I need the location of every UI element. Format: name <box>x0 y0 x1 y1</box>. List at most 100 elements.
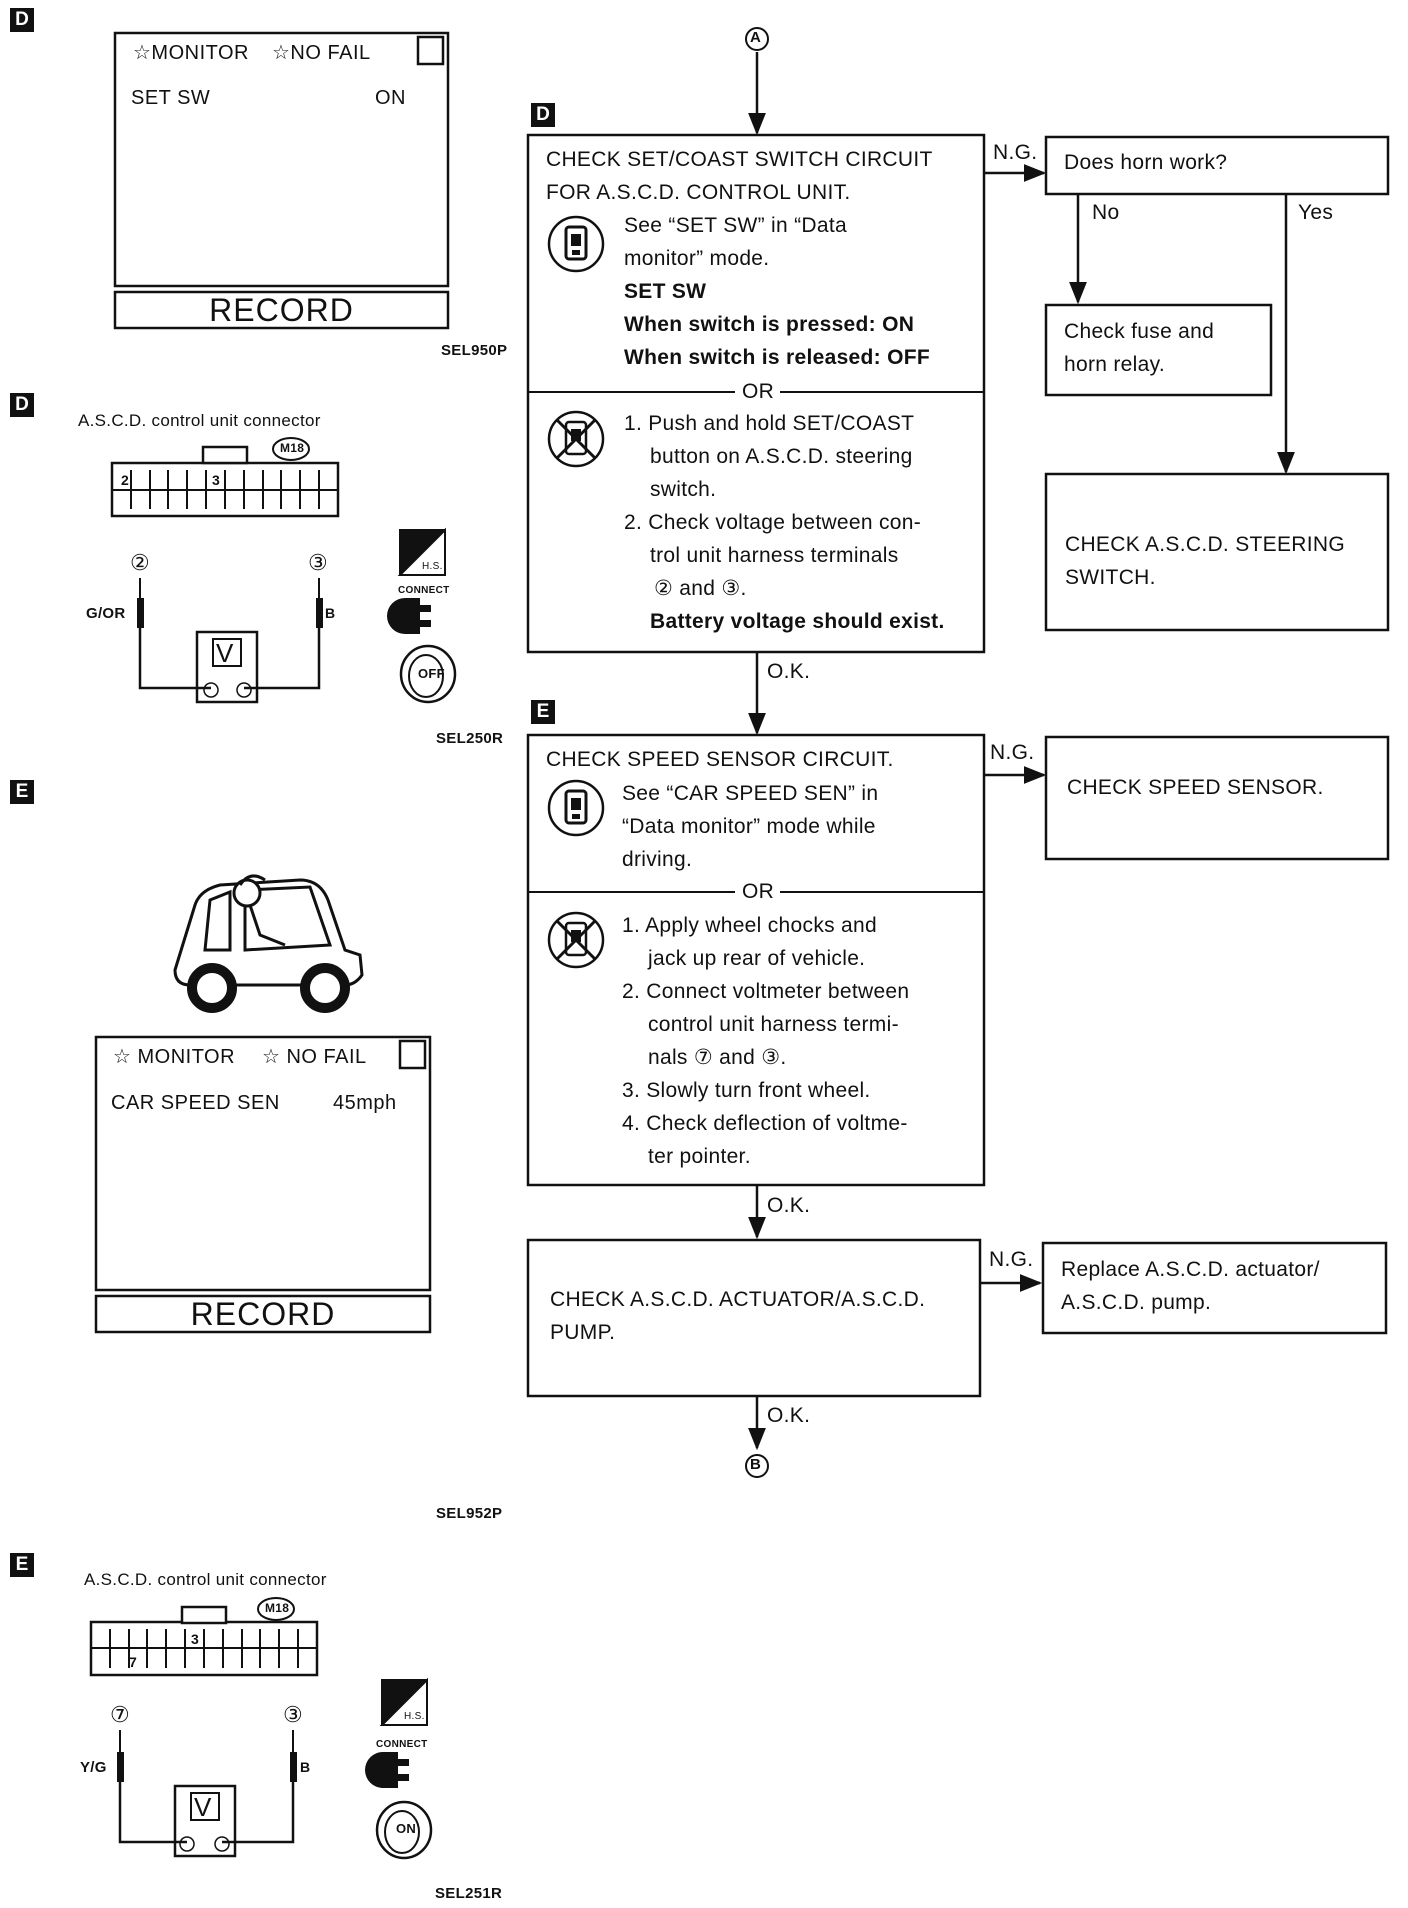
procedure-step: 1. Apply wheel chocks and <box>622 914 877 937</box>
consult-icon <box>547 779 605 837</box>
or-divider: OR <box>742 880 775 903</box>
ok-label: O.K. <box>767 660 811 683</box>
hs-label: H.S. <box>404 1711 425 1722</box>
probe-terminal: ⑦ <box>110 1702 131 1727</box>
consult-text: When switch is released: OFF <box>624 346 930 369</box>
procedure-step: jack up rear of vehicle. <box>648 947 866 970</box>
branch-yes: Yes <box>1298 201 1334 224</box>
or-divider: OR <box>742 380 775 403</box>
figure-code: SEL952P <box>436 1505 503 1522</box>
no-fail-label: ☆NO FAIL <box>272 42 371 64</box>
steering-switch-check: CHECK A.S.C.D. STEERING <box>1065 533 1345 556</box>
consult-text: See “SET SW” in “Data <box>624 214 847 237</box>
probe-terminal: ③ <box>308 550 329 575</box>
monitor-label: ☆ MONITOR <box>113 1046 236 1068</box>
voltmeter-label: V <box>216 638 234 668</box>
procedure-step: ter pointer. <box>648 1145 751 1168</box>
consult-icon <box>547 215 605 273</box>
section-badge: D <box>10 393 34 417</box>
pin-label: 7 <box>129 1654 138 1670</box>
flowchart <box>526 27 1390 1478</box>
procedure-step: 3. Slowly turn front wheel. <box>622 1079 871 1102</box>
record-button[interactable]: RECORD <box>190 1296 336 1332</box>
wire-color: G/OR <box>86 605 126 622</box>
connect-label: CONNECT <box>398 585 450 596</box>
monitor-label: ☆MONITOR <box>133 42 250 64</box>
procedure-step: control unit harness termi- <box>648 1013 899 1036</box>
ignition-key-label: ON <box>396 1821 417 1836</box>
speed-sensor-check: CHECK SPEED SENSOR. <box>1067 776 1324 799</box>
voltmeter-label: V <box>194 1792 212 1822</box>
figure-code: SEL250R <box>436 730 504 747</box>
consult-text: When switch is pressed: ON <box>624 313 915 336</box>
ok-label: O.K. <box>767 1404 811 1427</box>
consult-text: driving. <box>622 848 693 871</box>
connector-diagram-2 <box>89 1597 433 1860</box>
procedure-step: switch. <box>650 478 717 501</box>
no-fail-label: ☆ NO FAIL <box>262 1046 367 1068</box>
section-badge: D <box>531 103 555 127</box>
step-title: FOR A.S.C.D. CONTROL UNIT. <box>546 181 851 204</box>
step-title: CHECK SET/COAST SWITCH CIRCUIT <box>546 148 933 171</box>
car-illustration <box>173 874 364 1013</box>
connector-title: A.S.C.D. control unit connector <box>78 411 321 430</box>
connector-id: M18 <box>265 1601 290 1615</box>
connector-diagram-1 <box>110 437 457 704</box>
procedure-step: Battery voltage should exist. <box>650 610 945 633</box>
procedure-step: nals ⑦ and ③. <box>648 1046 787 1069</box>
monitor-item: SET SW <box>131 87 211 109</box>
replace-action: Replace A.S.C.D. actuator/ <box>1061 1258 1320 1281</box>
ng-label: N.G. <box>990 741 1035 764</box>
branch-no: No <box>1092 201 1120 224</box>
connect-label: CONNECT <box>376 1739 428 1750</box>
probe-terminal: ② <box>130 550 151 575</box>
no-consult-icon <box>547 410 605 468</box>
procedure-step: button on A.S.C.D. steering <box>650 445 913 468</box>
step-title: CHECK SPEED SENSOR CIRCUIT. <box>546 748 894 771</box>
steering-switch-check: SWITCH. <box>1065 566 1156 589</box>
horn-question: Does horn work? <box>1064 151 1228 174</box>
consult-screen-2 <box>94 1035 432 1334</box>
figure-code: SEL950P <box>441 342 508 359</box>
figure-code: SEL251R <box>435 1885 503 1902</box>
monitor-value: ON <box>375 87 406 109</box>
ng-label: N.G. <box>989 1248 1034 1271</box>
replace-action: A.S.C.D. pump. <box>1061 1291 1212 1314</box>
ignition-key-label: OFF <box>418 666 445 681</box>
wire-color: B <box>300 1759 311 1775</box>
wire-color: B <box>325 605 336 621</box>
flow-end-label: B <box>750 1456 762 1473</box>
procedure-step: 4. Check deflection of voltme- <box>622 1112 908 1135</box>
procedure-step: trol unit harness terminals <box>650 544 899 567</box>
procedure-step: 2. Connect voltmeter between <box>622 980 910 1003</box>
pin-label: 2 <box>121 472 130 488</box>
wire-color: Y/G <box>80 1759 107 1776</box>
ok-label: O.K. <box>767 1194 811 1217</box>
fuse-check: horn relay. <box>1064 353 1165 376</box>
record-button[interactable]: RECORD <box>209 292 354 328</box>
flow-start-label: A <box>750 29 762 46</box>
consult-text: “Data monitor” mode while <box>622 815 876 838</box>
section-badge: E <box>10 1553 34 1577</box>
consult-text: See “CAR SPEED SEN” in <box>622 782 879 805</box>
section-badge: E <box>531 700 555 724</box>
ng-label: N.G. <box>993 141 1038 164</box>
fuse-check: Check fuse and <box>1064 320 1215 343</box>
no-consult-icon <box>547 911 605 969</box>
probe-terminal: ③ <box>283 1702 304 1727</box>
procedure-step: 2. Check voltage between con- <box>624 511 922 534</box>
connector-title: A.S.C.D. control unit connector <box>84 1570 327 1589</box>
step-title: PUMP. <box>550 1321 616 1344</box>
procedure-step: 1. Push and hold SET/COAST <box>624 412 915 435</box>
section-badge: D <box>10 8 34 32</box>
monitor-item: CAR SPEED SEN <box>111 1092 280 1114</box>
consult-text: SET SW <box>624 280 707 303</box>
step-title: CHECK A.S.C.D. ACTUATOR/A.S.C.D. <box>550 1288 926 1311</box>
connector-id: M18 <box>280 441 305 455</box>
hs-label: H.S. <box>422 561 443 572</box>
section-badge: E <box>10 780 34 804</box>
monitor-value: 45mph <box>333 1092 397 1114</box>
pin-label: 3 <box>191 1631 200 1647</box>
pin-label: 3 <box>212 472 221 488</box>
